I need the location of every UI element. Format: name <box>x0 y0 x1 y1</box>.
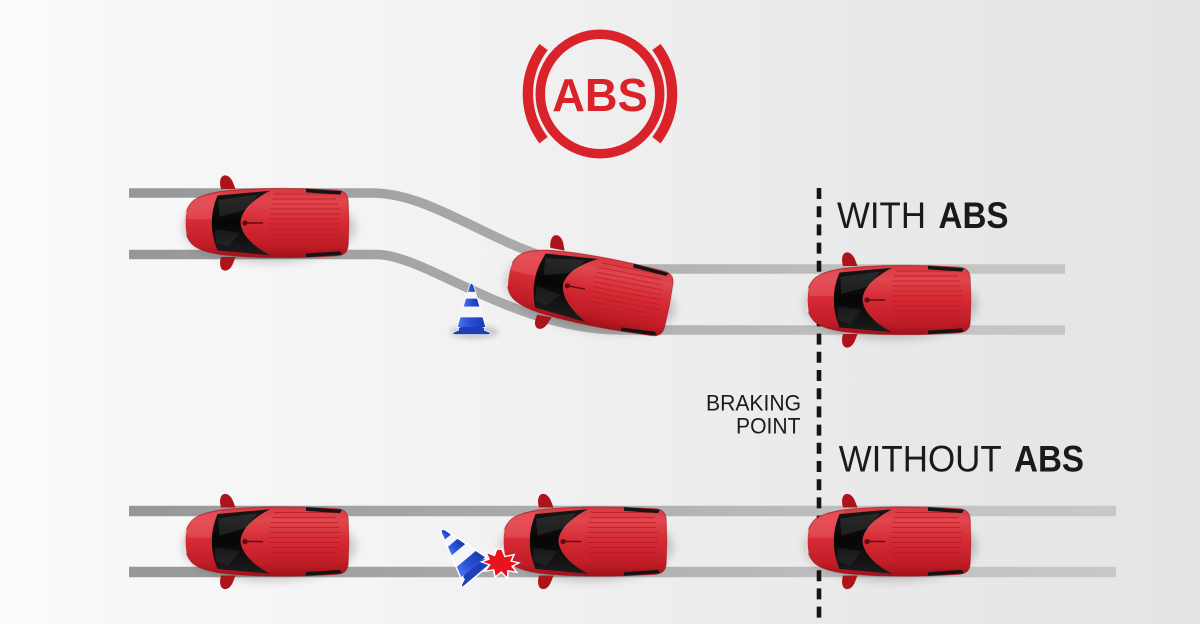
svg-text:WITHOUT: WITHOUT <box>839 439 1002 480</box>
svg-text:ABS: ABS <box>552 69 648 121</box>
svg-text:ABS: ABS <box>1014 439 1084 480</box>
svg-text:BRAKING: BRAKING <box>706 391 801 416</box>
svg-text:POINT: POINT <box>736 414 801 439</box>
svg-text:WITH: WITH <box>837 195 926 236</box>
svg-text:ABS: ABS <box>939 195 1009 236</box>
